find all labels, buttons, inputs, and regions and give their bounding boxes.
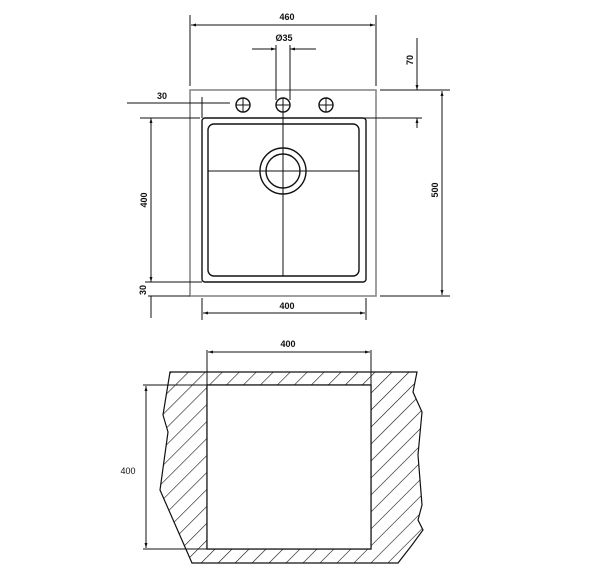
dim-side-margin: 30	[157, 91, 167, 101]
dim-bowl-width: 400	[279, 301, 294, 311]
dim-width-460: 460	[279, 12, 294, 22]
sink-inner-rim	[201, 117, 367, 283]
dim-tap-offset: 70	[405, 55, 415, 65]
dim-tap-hole-diameter: Ø35	[275, 33, 292, 43]
dim-cutout-depth: 400	[120, 466, 135, 476]
cutout-opening	[206, 384, 372, 550]
dim-bottom-margin: 30	[138, 285, 148, 295]
dim-total-depth: 500	[430, 182, 440, 197]
dim-cutout-width: 400	[280, 339, 295, 349]
tap-hole-icon	[235, 97, 334, 113]
drain-icon	[259, 147, 307, 195]
cutout-view: 400 400	[120, 339, 424, 564]
dim-bowl-depth: 400	[139, 192, 149, 207]
sink-outline	[189, 89, 377, 297]
plan-view: 460 Ø35 70 30 400 30 500 400	[127, 12, 450, 320]
